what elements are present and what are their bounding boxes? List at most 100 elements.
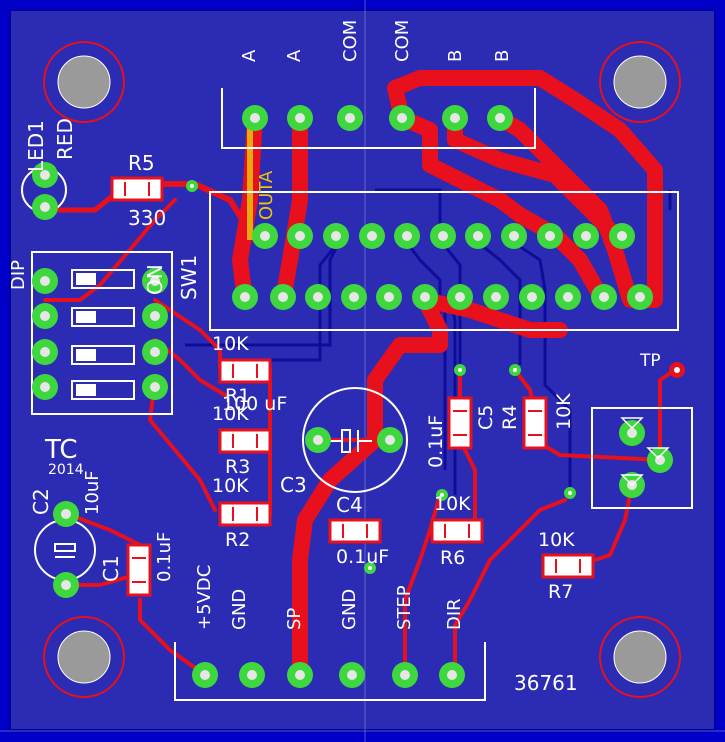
r7-body bbox=[541, 553, 595, 579]
pad bbox=[519, 284, 545, 310]
bottom-header-pin-label: GND bbox=[339, 589, 360, 630]
c4-ref-label: C4 bbox=[336, 493, 363, 517]
pad bbox=[287, 662, 313, 688]
tc-title-label: TC bbox=[44, 435, 78, 465]
pad bbox=[439, 662, 465, 688]
board-outline bbox=[9, 9, 716, 731]
r7-value-label: 10K bbox=[538, 529, 575, 551]
pad bbox=[609, 223, 635, 249]
pad bbox=[501, 223, 527, 249]
pad bbox=[323, 223, 349, 249]
pad bbox=[287, 105, 313, 131]
r3-value-label: 10K bbox=[212, 403, 249, 425]
dip-label: DIP bbox=[8, 260, 29, 290]
pad bbox=[232, 284, 258, 310]
mounting-hole-tr bbox=[599, 41, 681, 123]
tc-year-label: 2014 bbox=[48, 462, 84, 478]
top-header-pin-label: A bbox=[284, 49, 305, 62]
mounting-hole-tl bbox=[43, 41, 125, 123]
bottom-header-pin-label: +5VDC bbox=[194, 565, 215, 630]
r7-ref-label: R7 bbox=[548, 581, 573, 603]
pad bbox=[270, 284, 296, 310]
c3-ref-label: C3 bbox=[280, 473, 307, 497]
pad bbox=[337, 105, 363, 131]
pad bbox=[32, 339, 58, 365]
test-point-symbols bbox=[620, 417, 670, 487]
c2-ref-label: C2 bbox=[29, 488, 53, 515]
r4-ref-label: R4 bbox=[499, 405, 521, 430]
pad bbox=[376, 284, 402, 310]
dip-switch-body bbox=[71, 269, 135, 400]
r3-ref-label: R3 bbox=[225, 456, 250, 478]
bottom-header-pin-label: DIR bbox=[444, 598, 465, 630]
top-header-pin-label: COM bbox=[340, 20, 361, 62]
r1-value-label: 10K bbox=[212, 333, 249, 355]
c5-body bbox=[447, 396, 473, 450]
pad bbox=[392, 662, 418, 688]
sw-ref-label: SW1 bbox=[177, 255, 201, 300]
mounting-hole-bl bbox=[43, 616, 125, 698]
r2-body bbox=[218, 501, 272, 527]
pad bbox=[555, 284, 581, 310]
c1-ref-label: C1 bbox=[99, 555, 123, 582]
c1-body bbox=[126, 543, 152, 597]
pad bbox=[192, 662, 218, 688]
pad bbox=[142, 303, 168, 329]
pad bbox=[483, 284, 509, 310]
pad bbox=[142, 339, 168, 365]
pad bbox=[359, 223, 385, 249]
c4-body bbox=[328, 518, 382, 544]
smd-inner bbox=[124, 182, 581, 583]
pad bbox=[53, 572, 79, 598]
r2-ref-label: R2 bbox=[225, 529, 250, 551]
pad bbox=[447, 284, 473, 310]
top-header-pin-label: B bbox=[492, 50, 513, 62]
pad bbox=[32, 162, 58, 188]
led-ref-label: LED1 bbox=[24, 120, 48, 172]
pad bbox=[619, 420, 645, 446]
on-label: ON bbox=[143, 264, 167, 295]
pad bbox=[252, 223, 278, 249]
r5-body bbox=[110, 176, 164, 202]
pad bbox=[242, 105, 268, 131]
top-header-pin-label: B bbox=[445, 50, 466, 62]
r3-body bbox=[218, 428, 272, 454]
bottom-header-pin-label: GND bbox=[229, 589, 250, 630]
pad bbox=[430, 223, 456, 249]
pad bbox=[377, 427, 403, 453]
pad bbox=[287, 223, 313, 249]
pad bbox=[142, 374, 168, 400]
r6-body bbox=[430, 518, 484, 544]
pad bbox=[32, 268, 58, 294]
pad bbox=[341, 284, 367, 310]
pad bbox=[32, 374, 58, 400]
c1-value-label: 0.1uF bbox=[154, 532, 175, 582]
r5-ref-label: R5 bbox=[128, 151, 155, 175]
c2-value-label: 10uF bbox=[82, 470, 103, 515]
pad bbox=[487, 105, 513, 131]
pad bbox=[305, 427, 331, 453]
r4-body bbox=[522, 396, 548, 450]
pad bbox=[412, 284, 438, 310]
pad bbox=[305, 284, 331, 310]
c5-ref-label: C5 bbox=[475, 405, 497, 430]
r6-ref-label: R6 bbox=[440, 547, 465, 569]
pad bbox=[32, 303, 58, 329]
pad bbox=[239, 662, 265, 688]
r5-value-label: 330 bbox=[128, 206, 166, 230]
r4-value-label: 10K bbox=[553, 393, 575, 430]
tp-label: TP bbox=[639, 351, 661, 371]
pad bbox=[465, 223, 491, 249]
r1-ref-label: R1 bbox=[225, 385, 250, 407]
pad bbox=[394, 223, 420, 249]
pad bbox=[573, 223, 599, 249]
led-color-label: RED bbox=[53, 118, 77, 160]
c4-value-label: 0.1uF bbox=[336, 546, 389, 568]
pad bbox=[591, 284, 617, 310]
r1-body bbox=[218, 358, 272, 384]
outa-label: OUTA bbox=[256, 170, 277, 220]
pad bbox=[142, 268, 168, 294]
